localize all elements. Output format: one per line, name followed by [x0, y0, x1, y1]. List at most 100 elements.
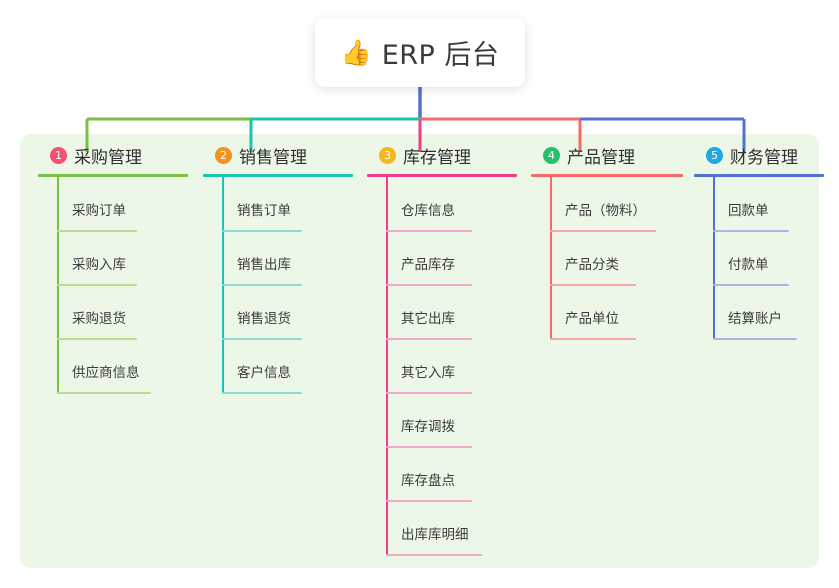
list-item-rule	[57, 392, 151, 394]
list-item-label: 付款单	[728, 257, 769, 273]
list-item-rule	[386, 230, 472, 232]
list-item[interactable]: 库存盘点	[367, 447, 517, 502]
list-item[interactable]: 产品（物料）	[531, 177, 683, 232]
list-item-label: 客户信息	[237, 365, 291, 381]
list-item[interactable]: 采购订单	[38, 177, 188, 232]
list-item-rule	[713, 284, 789, 286]
list-item[interactable]: 产品分类	[531, 231, 683, 286]
list-item[interactable]: 销售退货	[203, 285, 353, 340]
list-item[interactable]: 供应商信息	[38, 339, 188, 394]
column-spine-4	[550, 177, 552, 339]
list-item-rule	[713, 338, 797, 340]
column-title-4: 产品管理	[567, 147, 635, 168]
list-item[interactable]: 库存调拨	[367, 393, 517, 448]
column-badge-2: 2	[215, 146, 232, 164]
list-item-label: 采购订单	[72, 203, 126, 219]
list-item-label: 产品库存	[401, 257, 455, 273]
list-item-label: 销售出库	[237, 257, 291, 273]
list-item[interactable]: 其它出库	[367, 285, 517, 340]
column-1: 1 采购管理采购订单采购入库采购退货供应商信息	[38, 142, 188, 394]
list-item-rule	[57, 338, 137, 340]
column-items-1: 采购订单采购入库采购退货供应商信息	[38, 177, 188, 394]
list-item-rule	[222, 230, 302, 232]
column-header-5[interactable]: 5 财务管理	[694, 142, 824, 168]
list-item-label: 采购入库	[72, 257, 126, 273]
list-item-label: 其它入库	[401, 365, 455, 381]
column-items-5: 回款单付款单结算账户	[694, 177, 824, 340]
column-items-4: 产品（物料） 产品分类产品单位	[531, 177, 683, 340]
column-2: 2 销售管理销售订单销售出库销售退货客户信息	[203, 142, 353, 394]
thumbs-up-icon: 👍	[340, 38, 372, 67]
column-header-2[interactable]: 2 销售管理	[203, 142, 353, 168]
list-item-rule	[222, 284, 302, 286]
column-4: 4 产品管理产品（物料） 产品分类产品单位	[531, 142, 683, 340]
column-title-3: 库存管理	[403, 147, 471, 168]
list-item-rule	[222, 392, 302, 394]
list-item-rule	[550, 338, 636, 340]
list-item-rule	[386, 500, 472, 502]
list-item[interactable]: 产品库存	[367, 231, 517, 286]
list-item-label: 产品分类	[565, 257, 619, 273]
list-item-label: 仓库信息	[401, 203, 455, 219]
list-item-rule	[550, 230, 656, 232]
column-header-3[interactable]: 3 库存管理	[367, 142, 517, 168]
column-badge-3: 3	[379, 146, 396, 164]
list-item[interactable]: 仓库信息	[367, 177, 517, 232]
list-item-rule	[386, 446, 472, 448]
list-item-label: 供应商信息	[72, 365, 140, 381]
list-item-label: 产品（物料）	[565, 203, 646, 219]
list-item-label: 采购退货	[72, 311, 126, 327]
column-header-rule-3	[367, 174, 517, 177]
list-item-label: 回款单	[728, 203, 769, 219]
diagram-panel	[20, 134, 819, 568]
list-item-rule	[57, 284, 137, 286]
list-item-label: 其它出库	[401, 311, 455, 327]
list-item-label: 销售退货	[237, 311, 291, 327]
list-item[interactable]: 采购入库	[38, 231, 188, 286]
column-header-rule-1	[38, 174, 188, 177]
column-items-2: 销售订单销售出库销售退货客户信息	[203, 177, 353, 394]
list-item[interactable]: 销售订单	[203, 177, 353, 232]
list-item-rule	[222, 338, 302, 340]
column-header-4[interactable]: 4 产品管理	[531, 142, 683, 168]
list-item-label: 出库库明细	[401, 527, 469, 543]
column-5: 5 财务管理回款单付款单结算账户	[694, 142, 824, 340]
list-item-label: 库存盘点	[401, 473, 455, 489]
list-item[interactable]: 产品单位	[531, 285, 683, 340]
column-spine-3	[386, 177, 388, 555]
list-item-rule	[550, 284, 636, 286]
column-items-3: 仓库信息产品库存其它出库其它入库库存调拨库存盘点出库库明细	[367, 177, 517, 556]
list-item-rule	[713, 230, 789, 232]
column-header-rule-4	[531, 174, 683, 177]
list-item[interactable]: 客户信息	[203, 339, 353, 394]
list-item[interactable]: 出库库明细	[367, 501, 517, 556]
list-item-rule	[386, 338, 472, 340]
list-item[interactable]: 付款单	[694, 231, 824, 286]
list-item[interactable]: 回款单	[694, 177, 824, 232]
column-title-5: 财务管理	[730, 147, 798, 168]
list-item-label: 销售订单	[237, 203, 291, 219]
list-item-label: 产品单位	[565, 311, 619, 327]
list-item-label: 结算账户	[728, 311, 782, 327]
list-item-rule	[57, 230, 137, 232]
column-header-1[interactable]: 1 采购管理	[38, 142, 188, 168]
column-header-rule-2	[203, 174, 353, 177]
column-title-2: 销售管理	[239, 147, 307, 168]
column-badge-5: 5	[706, 146, 723, 164]
column-header-rule-5	[694, 174, 824, 177]
list-item-label: 库存调拨	[401, 419, 455, 435]
list-item-rule	[386, 284, 472, 286]
column-badge-1: 1	[50, 146, 67, 164]
root-node-title: ERP 后台	[381, 40, 500, 71]
list-item[interactable]: 采购退货	[38, 285, 188, 340]
column-spine-5	[713, 177, 715, 339]
list-item-rule	[386, 554, 482, 556]
list-item[interactable]: 结算账户	[694, 285, 824, 340]
list-item-rule	[386, 392, 472, 394]
list-item[interactable]: 销售出库	[203, 231, 353, 286]
list-item[interactable]: 其它入库	[367, 339, 517, 394]
column-badge-4: 4	[543, 146, 560, 164]
root-node-card[interactable]: 👍 ERP 后台	[315, 18, 525, 87]
column-title-1: 采购管理	[74, 147, 142, 168]
column-3: 3 库存管理仓库信息产品库存其它出库其它入库库存调拨库存盘点出库库明细	[367, 142, 517, 556]
